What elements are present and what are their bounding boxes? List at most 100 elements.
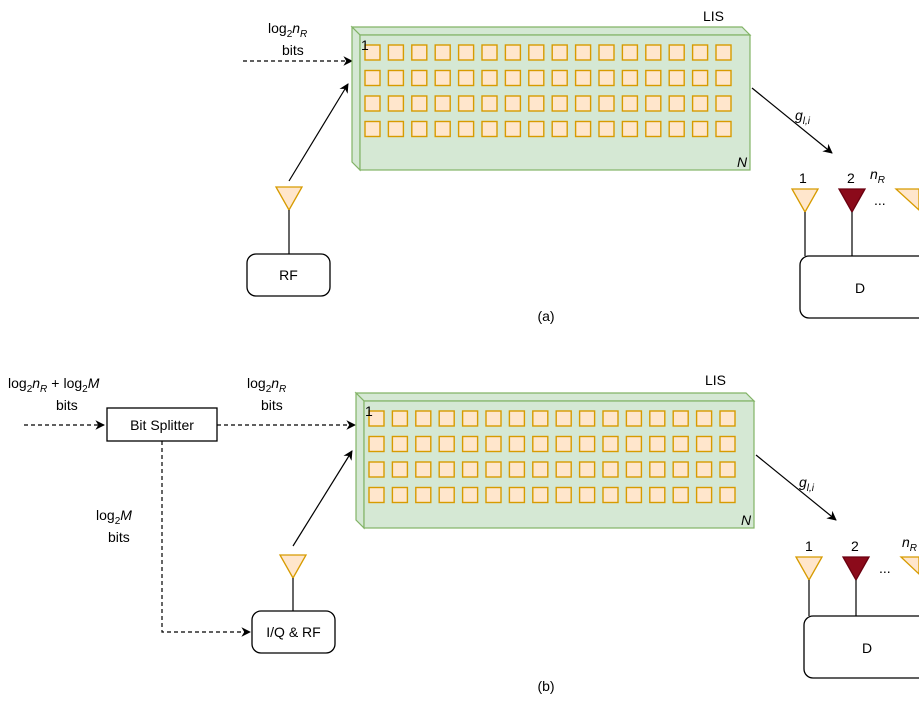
tx-arrow xyxy=(292,450,353,547)
lis-element xyxy=(625,435,643,453)
lis-element xyxy=(415,486,432,504)
receiver-label: D xyxy=(855,280,865,296)
antenna-icon xyxy=(790,188,820,214)
lis-element xyxy=(715,120,732,138)
lis-element xyxy=(621,44,639,61)
lis-element xyxy=(457,69,475,87)
lis-element xyxy=(621,95,639,112)
lis-element xyxy=(364,95,381,112)
modulation-bits-label-bits: bits xyxy=(108,529,130,545)
lis-element xyxy=(481,120,498,138)
lis-element xyxy=(672,435,689,453)
lis-element xyxy=(719,435,736,453)
lis-element xyxy=(438,486,455,504)
caption-a: (a) xyxy=(537,308,554,324)
lis-element xyxy=(368,486,385,504)
lis-element xyxy=(368,410,385,427)
lis-element xyxy=(695,410,713,427)
lis-first-element-label: 1 xyxy=(361,37,369,53)
lis-element xyxy=(391,435,409,453)
lis-element xyxy=(719,410,736,427)
iq-rf-box xyxy=(251,610,336,654)
lis-element xyxy=(461,486,479,504)
modulation-bits-label: log2M xyxy=(96,507,132,527)
lis-element xyxy=(434,69,451,87)
lis-element xyxy=(691,95,709,112)
lis-input-label: log2nR xyxy=(268,20,307,40)
splitter-input-label: log2nR+log2M xyxy=(8,375,100,395)
lis-element xyxy=(672,410,689,427)
lis-element xyxy=(434,120,451,138)
lis-element xyxy=(625,410,643,427)
lis-element xyxy=(625,461,643,478)
lis-element xyxy=(578,435,596,453)
splitter-input-label-bits: bits xyxy=(56,397,78,413)
lis-element xyxy=(551,95,568,112)
lis-element xyxy=(602,486,619,504)
lis-element xyxy=(668,120,685,138)
lis-element xyxy=(481,44,498,61)
modulation-dashed-arrow xyxy=(161,441,251,637)
lis-element xyxy=(578,486,596,504)
channel-label: gl,i xyxy=(795,107,811,127)
lis-element xyxy=(532,486,549,504)
channel-arrow xyxy=(755,454,837,521)
lis-input-label-bits: bits xyxy=(282,42,304,58)
lis-element xyxy=(695,435,713,453)
lis-element xyxy=(461,410,479,427)
antenna-icon xyxy=(794,556,824,582)
active-antenna-icon xyxy=(841,556,871,582)
antenna-nr-label: nR xyxy=(902,534,917,554)
lis-element xyxy=(411,120,428,138)
lis-element xyxy=(508,410,526,427)
lis-element xyxy=(625,486,643,504)
lis-element xyxy=(672,461,689,478)
lis-element xyxy=(485,486,502,504)
lis-element xyxy=(574,69,592,87)
lis-element xyxy=(532,461,549,478)
lis-last-element-label: N xyxy=(741,512,752,528)
lis-last-element-label: N xyxy=(737,154,748,170)
panel-a: log2nR bits 1N LIS RF gl,i 1 2 nR ... D … xyxy=(243,8,919,324)
iq-rf-label: I/Q & RF xyxy=(266,624,320,640)
lis-element xyxy=(602,410,619,427)
lis-element xyxy=(715,44,732,61)
receiver-label: D xyxy=(862,640,872,656)
lis-element xyxy=(438,461,455,478)
antenna-icon xyxy=(899,556,919,575)
lis-element xyxy=(438,435,455,453)
lis-element xyxy=(668,69,685,87)
lis-surface: 1N xyxy=(350,25,752,172)
lis-element xyxy=(598,44,615,61)
lis-element xyxy=(551,120,568,138)
lis-element xyxy=(715,69,732,87)
antenna-2-label: 2 xyxy=(851,538,859,554)
antenna-icon xyxy=(278,554,308,580)
antenna-1-label: 1 xyxy=(799,170,807,186)
lis-element xyxy=(387,95,405,112)
lis-element xyxy=(411,95,428,112)
lis-element xyxy=(461,435,479,453)
lis-element xyxy=(598,95,615,112)
lis-element xyxy=(364,69,381,87)
lis-input-label-bits: bits xyxy=(261,397,283,413)
lis-element xyxy=(411,44,428,61)
antenna-dots: ... xyxy=(879,560,891,576)
lis-element xyxy=(532,435,549,453)
lis-element xyxy=(578,410,596,427)
lis-element xyxy=(602,461,619,478)
active-antenna-icon xyxy=(837,188,867,214)
lis-element xyxy=(485,435,502,453)
lis-element xyxy=(528,44,545,61)
lis-label: LIS xyxy=(705,372,726,388)
lis-element xyxy=(415,410,432,427)
lis-element xyxy=(719,486,736,504)
lis-element xyxy=(457,44,475,61)
lis-element xyxy=(649,435,666,453)
lis-element xyxy=(368,435,385,453)
lis-element xyxy=(598,69,615,87)
antenna-2-label: 2 xyxy=(847,170,855,186)
lis-element xyxy=(457,120,475,138)
lis-element xyxy=(415,435,432,453)
